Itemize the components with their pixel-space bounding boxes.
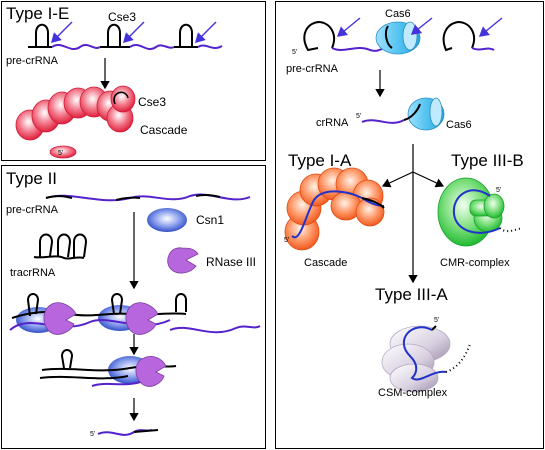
type-ie-pre-crrna-label: pre-crRNA — [6, 55, 59, 67]
type-ii-five-prime: 5' — [90, 431, 95, 438]
cleavage-arrow-icon — [336, 17, 361, 37]
panel-type-ie-border — [1, 1, 266, 161]
tracrrna-label: tracrRNA — [10, 267, 56, 279]
rnase-iii-label: RNase III — [206, 255, 256, 269]
type-ia-cascade-complex — [284, 167, 385, 251]
right-five-prime-2: 5' — [356, 113, 361, 120]
cas6-bound-icon — [403, 97, 445, 131]
right-pre-crrna-graphic — [303, 20, 495, 52]
type-iiia-five-prime: 5' — [434, 317, 439, 324]
csn1-icon — [147, 208, 187, 232]
cas6-top-icon — [375, 21, 421, 55]
type-ie-cse3-complex-label: Cse3 — [138, 95, 166, 109]
right-pre-crrna-label: pre-crRNA — [286, 63, 339, 75]
panel-type-ii: Type II pre-crRNA Csn1 tracrRNA RNase II… — [1, 165, 266, 449]
type-ii-complex-stage-1 — [9, 293, 261, 335]
type-ie-title: Type I-E — [6, 4, 69, 23]
cas6-top-label: Cas6 — [385, 8, 411, 20]
crrna-label: crRNA — [316, 117, 349, 129]
type-ie-cascade-complex — [15, 85, 136, 159]
cas6-cleavage-arrows — [336, 17, 503, 37]
type-ie-cascade-label: Cascade — [140, 123, 188, 137]
right-five-prime-1: 5' — [292, 49, 297, 56]
panel-cas6-pathways: Cas6 5' pre-crRNA crRNA 5' Cas6 — [275, 1, 544, 449]
cleavage-arrow-icon — [123, 21, 145, 43]
type-ia-five-prime: 5' — [284, 237, 289, 244]
cleavage-arrow-icon — [195, 21, 217, 43]
branch-arrows — [381, 144, 445, 284]
type-ii-complex-stage-2 — [39, 349, 177, 387]
cleavage-arrow-icon — [478, 17, 503, 37]
crrna-strand — [361, 119, 405, 124]
type-iiia-csm-complex — [381, 325, 451, 393]
type-ia-crrna — [291, 190, 385, 239]
cas6-label: Cas6 — [446, 119, 472, 131]
type-ii-pre-crrna-label: pre-crRNA — [6, 204, 59, 216]
type-ie-five-prime: 5' — [58, 150, 63, 157]
tracrrna-icon — [33, 233, 88, 260]
type-iiib-cmr-complex — [437, 177, 505, 247]
type-iiia-title: Type III-A — [375, 285, 448, 304]
type-ie-pre-crrna-graphic — [28, 23, 223, 50]
cleavage-arrow-icon — [410, 17, 433, 35]
type-ia-title: Type I-A — [288, 151, 352, 170]
type-iiia-csm-label: CSM-complex — [378, 387, 448, 399]
panel-type-ii-border — [1, 165, 266, 449]
rnase-iii-icon — [167, 247, 199, 274]
cse3-top-label: Cse3 — [108, 10, 136, 24]
type-iiib-crrna — [452, 189, 501, 234]
type-ia-cascade-label: Cascade — [304, 257, 347, 269]
type-iiia-crrna — [403, 326, 447, 381]
panel-right-border — [275, 1, 544, 449]
type-ie-cascade-crrna — [113, 91, 129, 105]
cse3-cleavage-arrows — [51, 21, 217, 43]
type-iiib-cmr-label: CMR-complex — [440, 257, 510, 269]
cleavage-arrow-icon — [51, 21, 73, 43]
csn1-label: Csn1 — [196, 213, 224, 227]
type-iiib-five-prime: 5' — [496, 187, 501, 194]
type-ii-title: Type II — [6, 169, 57, 188]
panel-type-ie: Type I-E Cse3 pre-crRNA — [1, 1, 266, 161]
type-iiib-title: Type III-B — [451, 151, 524, 170]
